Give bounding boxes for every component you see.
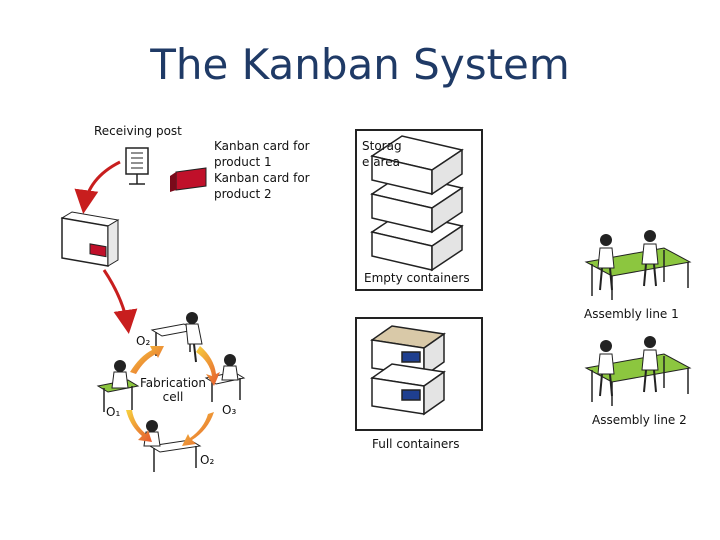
- assembly-line-1-icon: [584, 230, 692, 300]
- red-arrow-to-bin: [74, 160, 121, 214]
- o2-bottom-label: O₂: [200, 453, 215, 467]
- kanban-card-1-label: Kanban card for product 1 Kanban card fo…: [214, 138, 310, 202]
- storage-line1: Storag: [362, 139, 402, 153]
- full-containers-icon: [355, 317, 483, 431]
- kanban-card-2-line2: product 2: [214, 187, 272, 201]
- kanban-card-2-line1: Kanban card for: [214, 171, 310, 185]
- o3-label: O₃: [222, 403, 237, 417]
- kanban-card-icon: [170, 167, 207, 192]
- storage-area-label: Storag e area: [362, 138, 402, 170]
- page-title: The Kanban System: [150, 40, 570, 89]
- o2-top-label: O₂: [136, 334, 151, 348]
- o1-label: O₁: [106, 405, 121, 419]
- full-containers-label: Full containers: [372, 437, 460, 451]
- assembly-line-2-icon: [584, 336, 692, 406]
- assembly-line-2-label: Assembly line 2: [592, 413, 687, 427]
- storage-line2: e area: [362, 155, 400, 169]
- assembly-line-1-label: Assembly line 1: [584, 307, 679, 321]
- red-arrow-to-fabrication: [102, 269, 138, 334]
- receiving-post-label: Receiving post: [94, 124, 182, 138]
- fabrication-cell-label: Fabrication cell: [138, 376, 208, 404]
- fabrication-line2: cell: [162, 390, 184, 404]
- kanban-card-1-line1: Kanban card for: [214, 139, 310, 153]
- storage-boxes-icon: [355, 129, 483, 291]
- kanban-card-bin-icon: [60, 211, 120, 267]
- receiving-post-terminal-icon: [125, 147, 149, 185]
- fabrication-line1: Fabrication: [140, 376, 206, 390]
- empty-containers-label: Empty containers: [364, 271, 470, 285]
- fabrication-cycle-arrows-icon: [126, 346, 220, 446]
- kanban-card-1-line2: product 1: [214, 155, 272, 169]
